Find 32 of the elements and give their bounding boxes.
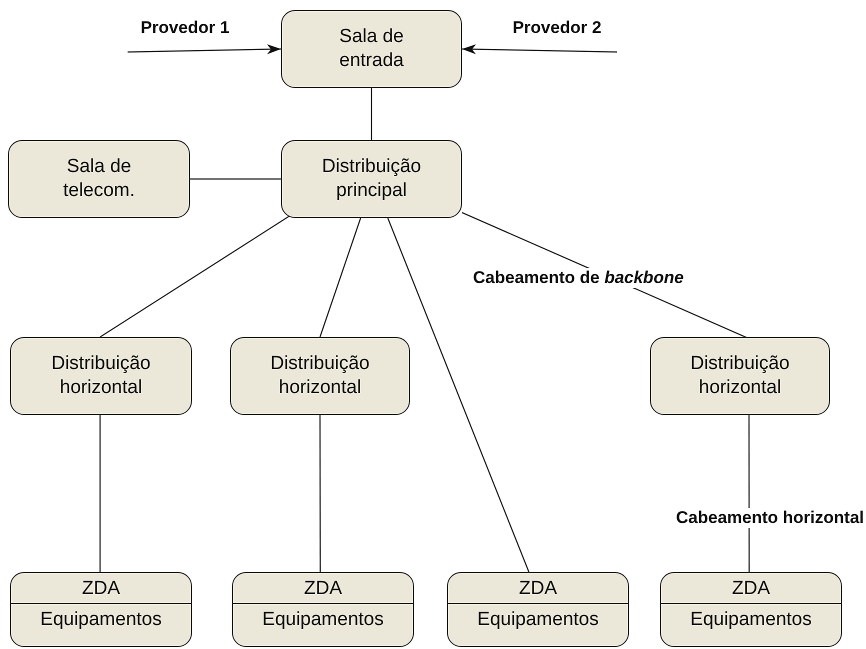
connector-line xyxy=(100,415,101,572)
connector-line xyxy=(370,88,372,140)
room-box: Distribuição horizontal xyxy=(650,337,830,415)
zone-label: ZDA xyxy=(448,573,628,604)
connector-line xyxy=(190,178,281,180)
source-label: Provedor 1 xyxy=(140,18,230,38)
connector-line xyxy=(387,218,530,572)
room-box: Sala de entrada xyxy=(281,10,462,88)
room-box: Distribuição horizontal xyxy=(230,337,410,415)
zone-label: ZDA xyxy=(233,573,413,604)
equipment-label: Equipamentos xyxy=(261,608,385,632)
equipment-label: Equipamentos xyxy=(689,608,813,632)
connector-line xyxy=(319,415,321,572)
room-box: Distribuição principal xyxy=(281,140,462,218)
room-box: Sala de telecom. xyxy=(8,140,190,218)
source-label: Provedor 2 xyxy=(512,18,602,38)
equipment-label: Equipamentos xyxy=(476,608,600,632)
equipment-box xyxy=(660,572,842,647)
connector-line xyxy=(748,415,750,572)
connector-line xyxy=(100,215,290,338)
connector-line xyxy=(319,218,362,338)
zone-label: ZDA xyxy=(661,573,841,604)
edge-label: Cabeamento de backbone xyxy=(472,268,685,288)
equipment-box xyxy=(447,572,629,647)
equipment-label: Equipamentos xyxy=(39,608,163,632)
arrow xyxy=(462,44,618,54)
edge-label: Cabeamento horizontal xyxy=(675,508,865,528)
equipment-box xyxy=(10,572,192,647)
room-box: Distribuição horizontal xyxy=(10,337,192,415)
arrow xyxy=(128,44,282,54)
zone-label: ZDA xyxy=(11,573,191,604)
equipment-box xyxy=(232,572,414,647)
